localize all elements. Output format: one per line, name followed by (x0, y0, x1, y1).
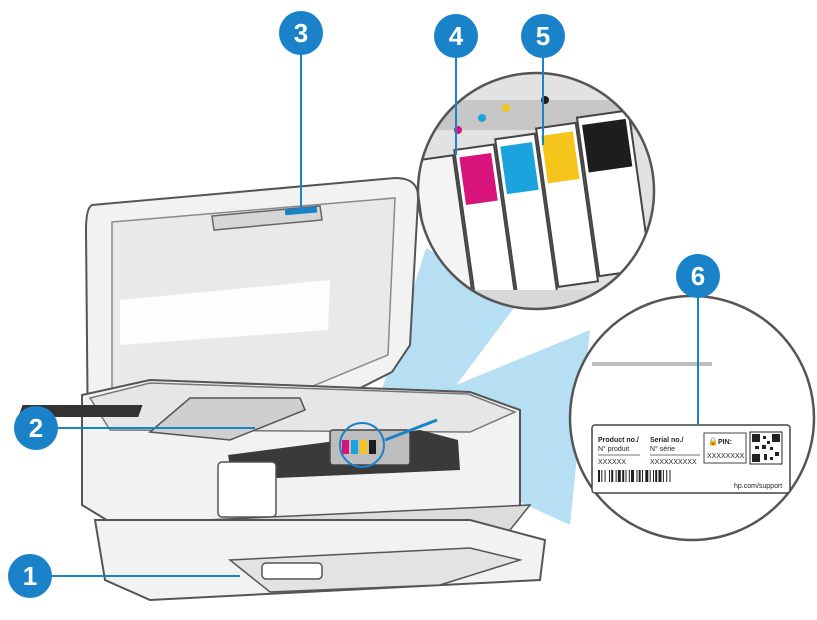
svg-text:6: 6 (691, 261, 705, 291)
barcode-bar (598, 470, 600, 482)
dot-yellow (502, 104, 510, 112)
barcode-bar (622, 470, 625, 482)
callout-1: 1 (8, 554, 52, 598)
barcode-bar (658, 470, 662, 482)
zoom-product-label: Product no./ N° produit XXXXXX Serial no… (568, 294, 816, 542)
label-serial-no-fr: N° série (650, 445, 675, 453)
mini-ink-cyan (351, 440, 358, 454)
tray-handle (261, 562, 323, 580)
barcode-bar (653, 470, 654, 482)
barcode-bar (601, 470, 603, 482)
svg-text:2: 2 (29, 413, 43, 443)
barcode-bar (642, 470, 643, 482)
svg-text:5: 5 (536, 21, 550, 51)
paper-tray (227, 547, 523, 593)
barcode-bar (609, 470, 610, 482)
cartridge-black-top (582, 118, 633, 173)
label-top-bar (592, 362, 712, 366)
svg-text:4: 4 (449, 21, 464, 51)
label-pin: PIN: (718, 439, 732, 446)
barcode-bar (604, 470, 606, 482)
barcode-bar (625, 470, 627, 482)
label-product-no: Product no./ (598, 437, 639, 444)
barcode-bar (617, 470, 621, 482)
label-product-value: XXXXXX (598, 459, 626, 466)
barcode-bar (615, 470, 617, 482)
barcode-icon (598, 470, 671, 482)
label-support-url: hp.com/support (734, 483, 782, 490)
qr-code-icon (749, 431, 783, 465)
mini-ink-black (369, 440, 376, 454)
barcode-bar (636, 470, 638, 482)
barcode-bar (638, 470, 641, 482)
mini-ink-magenta (342, 440, 349, 454)
lid-highlight (120, 280, 330, 345)
zoom-cartridges (416, 71, 656, 311)
svg-text:1: 1 (23, 561, 37, 591)
callout-6: 6 (676, 254, 720, 298)
mini-ink-yellow (360, 440, 367, 454)
barcode-bar (655, 470, 658, 482)
pin-box (703, 432, 747, 464)
dot-cyan (478, 114, 486, 122)
label-serial-value: XXXXXXXXXX (650, 459, 697, 466)
cartridge-yellow-top (541, 131, 580, 184)
callout-2: 2 (14, 406, 58, 450)
carriage-focus-ring (339, 422, 385, 468)
cartridge-magenta-top (459, 152, 498, 205)
product-label-card (591, 424, 791, 494)
cartridge-cyan-top (500, 142, 539, 195)
callout-3: 3 (279, 11, 323, 55)
barcode-bar (666, 470, 668, 482)
lock-icon: 🔒 (708, 437, 718, 446)
svg-text:3: 3 (294, 18, 308, 48)
barcode-bar (611, 470, 614, 482)
barcode-bar (649, 470, 651, 482)
label-product-no-fr: N° produit (598, 445, 629, 453)
barcode-bar (669, 470, 671, 482)
barcode-bar (645, 470, 649, 482)
paper-output-area (148, 397, 306, 441)
printer (18, 176, 547, 602)
label-pin-value: XXXXXXXX (707, 453, 745, 460)
label-serial-no: Serial no./ (650, 437, 684, 444)
barcode-bar (631, 470, 634, 482)
control-panel (217, 461, 277, 518)
leader-carriage (384, 418, 438, 442)
barcode-bar (628, 470, 630, 482)
barcode-bar (662, 470, 664, 482)
callout-5: 5 (521, 14, 565, 58)
callout-4: 4 (434, 14, 478, 58)
